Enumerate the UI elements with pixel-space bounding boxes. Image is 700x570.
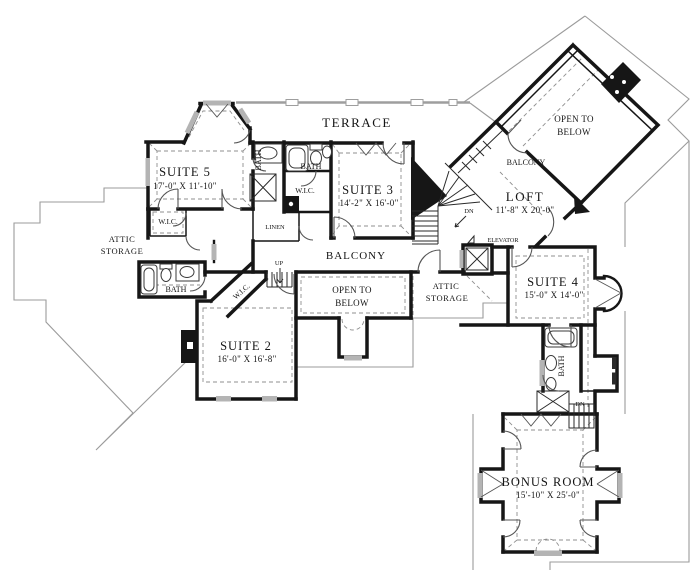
label-suite3-dims: 14'-2" X 16'-0" <box>339 198 398 208</box>
stair-chimney-block <box>411 157 447 220</box>
label-attic-center-2: STORAGE <box>426 293 469 303</box>
label-bonus-name: BONUS ROOM <box>501 475 594 489</box>
label-attic-left-2: STORAGE <box>101 246 144 256</box>
bath3-toilet <box>160 268 172 282</box>
label-wic-bath: W.I.C. <box>295 186 315 195</box>
label-suite5-dims: 17'-0" X 11'-10" <box>153 181 217 191</box>
solid-fill-elements <box>181 62 641 363</box>
label-elevator: ELEVATOR <box>487 237 519 244</box>
terrace-railing <box>236 99 470 106</box>
label-bonus-dims: 15'-10" X 25'-0" <box>516 490 580 500</box>
elevator-shaft <box>465 234 489 271</box>
label-bath-suite2: BATH <box>166 285 187 294</box>
bath4-sink <box>545 355 557 371</box>
label-suite2-name: SUITE 2 <box>220 339 272 353</box>
bath2-sink <box>322 145 332 159</box>
label-attic-left-1: ATTIC <box>109 234 136 244</box>
bath3-sink <box>179 266 195 278</box>
bath1-sink <box>258 146 278 160</box>
label-open-below-ne-2: BELOW <box>557 127 591 137</box>
label-suite3-name: SUITE 3 <box>342 183 394 197</box>
dashed-ceiling-lines <box>141 54 600 552</box>
label-dn-right: DN <box>575 401 585 408</box>
label-loft-name: LOFT <box>506 189 545 204</box>
window-swing-marks <box>205 103 622 498</box>
label-up: UP <box>275 260 284 267</box>
label-wic-suite5: W.I.C. <box>158 217 178 226</box>
label-suite2-dims: 16'-0" X 16'-8" <box>217 354 276 364</box>
label-open-below-center-1: OPEN TO <box>332 285 372 295</box>
label-attic-center-1: ATTIC <box>433 281 460 291</box>
bath-fixtures <box>140 143 578 391</box>
stairs-up <box>266 268 293 288</box>
label-suite5-name: SUITE 5 <box>159 165 211 179</box>
bath2-toilet-tank <box>309 143 323 151</box>
diamond-corner-block <box>574 196 590 214</box>
label-bath-suite5-right: BATH <box>301 162 322 171</box>
label-dn-main: DN <box>464 208 474 215</box>
label-bath-suite4: BATH <box>557 355 566 376</box>
door-arcs <box>157 119 598 538</box>
label-suite4-name: SUITE 4 <box>527 275 579 289</box>
label-balcony-center: BALCONY <box>326 250 386 262</box>
windows <box>145 100 623 556</box>
walls <box>137 42 661 554</box>
label-open-below-center-2: BELOW <box>335 298 369 308</box>
label-bath-suite5-left: BATH <box>254 149 263 170</box>
label-linen: LINEN <box>265 224 285 231</box>
label-balcony-loft: BALCONY <box>507 158 546 167</box>
fireplace-chimney <box>601 62 641 103</box>
label-terrace: TERRACE <box>322 115 392 130</box>
label-loft-dims: 11'-8" X 20'-0" <box>496 205 555 215</box>
lower-floor-outline <box>13 15 690 570</box>
label-suite4-dims: 15'-0" X 14'-0" <box>524 290 583 300</box>
labels: TERRACE SUITE 5 17'-0" X 11'-10" BATH BA… <box>101 114 594 500</box>
stairs-main <box>412 129 504 245</box>
bath2-toilet <box>310 150 322 166</box>
stairs-dn-right <box>536 390 595 429</box>
label-open-below-ne-1: OPEN TO <box>554 114 594 124</box>
